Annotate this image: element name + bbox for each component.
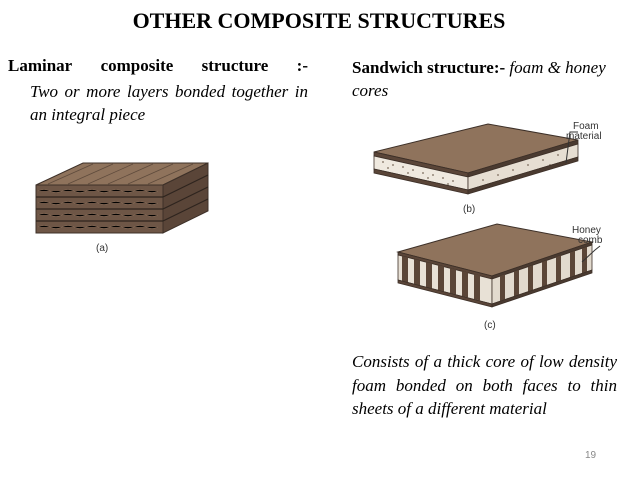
laminar-heading-word: composite <box>100 56 174 75</box>
laminar-heading: Laminar composite structure :- <box>8 56 308 76</box>
laminar-heading-word: structure <box>201 56 269 75</box>
sandwich-heading-title: Sandwich structure:- <box>352 58 506 77</box>
laminar-heading-word: Laminar <box>8 56 73 75</box>
honey-label-line2: comb <box>578 235 603 246</box>
laminar-description: Two or more layers bonded together in an… <box>30 82 308 124</box>
honeycomb-sandwich-figure: Honey comb (c) <box>396 223 603 331</box>
figure-a-caption: (a) <box>96 243 108 254</box>
laminar-figure: (a) <box>35 162 209 254</box>
sandwich-heading: Sandwich structure:- foam & honey cores <box>352 56 617 102</box>
foam-label-line1: Foam <box>573 121 599 132</box>
foam-label-line2: material <box>566 131 602 142</box>
foam-sandwich-figure: Foam material (b) <box>373 121 602 215</box>
laminar-heading-word: :- <box>296 56 308 75</box>
sandwich-description: Consists of a thick core of low density … <box>352 352 617 418</box>
honey-label-line1: Honey <box>572 225 601 236</box>
figure-c-caption: (c) <box>484 320 496 331</box>
page-number: 19 <box>585 450 597 461</box>
sandwich-heading-subtitle: foam & honey cores <box>352 58 606 100</box>
figure-b-caption: (b) <box>463 204 475 215</box>
slide-title: OTHER COMPOSITE STRUCTURES <box>132 8 506 33</box>
